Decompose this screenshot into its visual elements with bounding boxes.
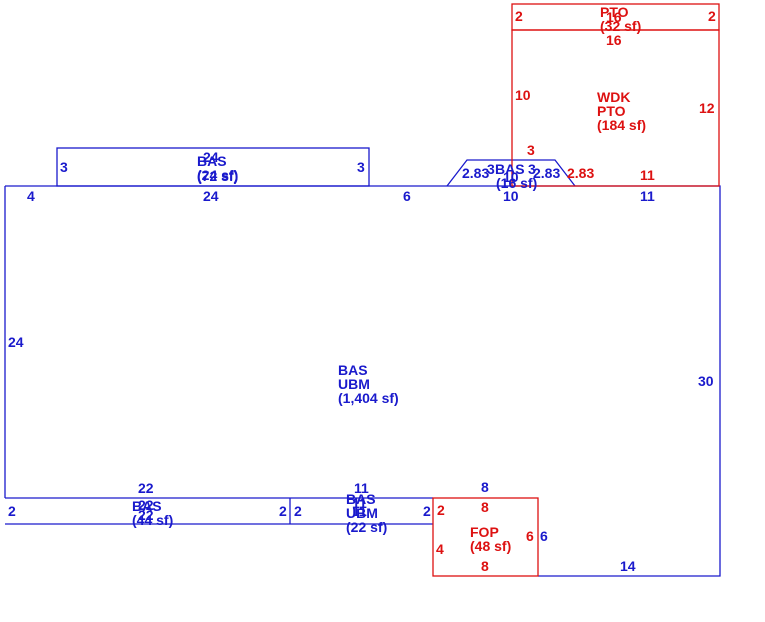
dim-fop-left-red: 2 — [437, 502, 445, 518]
main-area: (1,404 sf) — [338, 390, 399, 406]
trap-bay-code: BAS — [495, 161, 525, 177]
dim-ll-left: 2 — [8, 503, 16, 519]
dim-main-left: 24 — [8, 334, 24, 350]
dim-main-top-trap: 10 — [503, 188, 519, 204]
dim-main-bottom: 14 — [620, 558, 636, 574]
fop-outline — [432, 497, 539, 577]
dim-trap-left: 2.83 — [462, 165, 489, 181]
pto-top-overlap: 16 — [606, 9, 622, 25]
dim-ml-left: 2 — [294, 503, 302, 519]
pto-top-code: PTO — [600, 4, 629, 20]
dim-fop-bottom: 8 — [481, 558, 489, 574]
fop-code: FOP — [470, 524, 499, 540]
left-low-overlap-b: 22 — [138, 507, 154, 523]
mid-low-overlap-a: 11 — [352, 495, 367, 511]
top-bay-area: (72 sf) — [197, 168, 238, 184]
exterior-area-outlines — [432, 3, 720, 577]
dim-pto-left: 2 — [515, 8, 523, 24]
living-area-outlines — [4, 147, 721, 577]
dim-main-top-left: 4 — [27, 188, 35, 204]
dim-main-top-right: 11 — [640, 188, 655, 204]
pto-top-area: (32 sf) — [600, 18, 641, 34]
mid-low-overlap-b: 11 — [352, 503, 367, 519]
wdk-code-2: PTO — [597, 103, 626, 119]
dim-main-top-bay: 24 — [203, 188, 219, 204]
trap-bay-overlap-b: 3 — [528, 161, 536, 177]
top-bay-overlap-area: (24 sf) — [197, 167, 238, 183]
main-code-1: BAS — [338, 362, 368, 378]
dim-trap-right: 2.83 — [533, 165, 560, 181]
top-bay-overlap-code: 24 — [203, 149, 219, 165]
dim-fop-top: 8 — [481, 499, 489, 515]
dim-wdk-left: 10 — [515, 87, 531, 103]
dim-ml-right: 2 — [423, 503, 431, 519]
left-low-code: BAS — [132, 498, 162, 514]
dimension-labels: 24 30 14 4 24 6 10 11 3 3 2.83 2.83 2.83… — [8, 8, 716, 574]
area-labels: BAS UBM (1,404 sf) 24 BAS (24 sf) (72 sf… — [132, 4, 646, 554]
dim-ll-right: 2 — [279, 503, 287, 519]
dim-wdk-bottom: 11 — [640, 167, 655, 183]
mid-low-code-1: BAS — [346, 491, 376, 507]
pto-top-outline — [511, 3, 720, 31]
dim-bay-left: 3 — [60, 159, 68, 175]
dim-wdk-top: 16 — [606, 32, 622, 48]
mid-low-area: (22 sf) — [346, 519, 387, 535]
dim-fop-right-blue: 6 — [540, 528, 548, 544]
dim-wdk-right: 12 — [699, 100, 715, 116]
top-bay-code: BAS — [197, 153, 227, 169]
fop-area: (48 sf) — [470, 538, 511, 554]
left-low-area: (44 sf) — [132, 512, 173, 528]
dim-main-right: 30 — [698, 373, 714, 389]
main-code-2: UBM — [338, 376, 370, 392]
dim-main-top-mid: 6 — [403, 188, 411, 204]
dim-fop-right: 6 — [526, 528, 534, 544]
dim-trap-right-red: 2.83 — [567, 165, 594, 181]
top-bay-outline — [56, 147, 370, 187]
dim-pto-right: 2 — [708, 8, 716, 24]
trap-bay-overlap-a: 3 — [487, 161, 495, 177]
left-low-overlap-a: 22 — [138, 497, 154, 513]
wdk-code-1: WDK — [597, 89, 630, 105]
mid-low-code-2: UBM — [346, 505, 378, 521]
dim-fop-left: 4 — [436, 541, 444, 557]
dim-ml-top: 11 — [354, 480, 369, 496]
dim-fop-top-blue: 8 — [481, 479, 489, 495]
wdk-area: (184 sf) — [597, 117, 646, 133]
dim-bay-right: 3 — [357, 159, 365, 175]
dim-wdk-inner: 3 — [527, 142, 535, 158]
dim-ll-top: 22 — [138, 480, 154, 496]
trap-bay-area: (16 sf) — [496, 175, 537, 191]
trap-bay-outline — [446, 159, 576, 187]
trap-bay-overlap-c: 10 — [503, 169, 519, 185]
